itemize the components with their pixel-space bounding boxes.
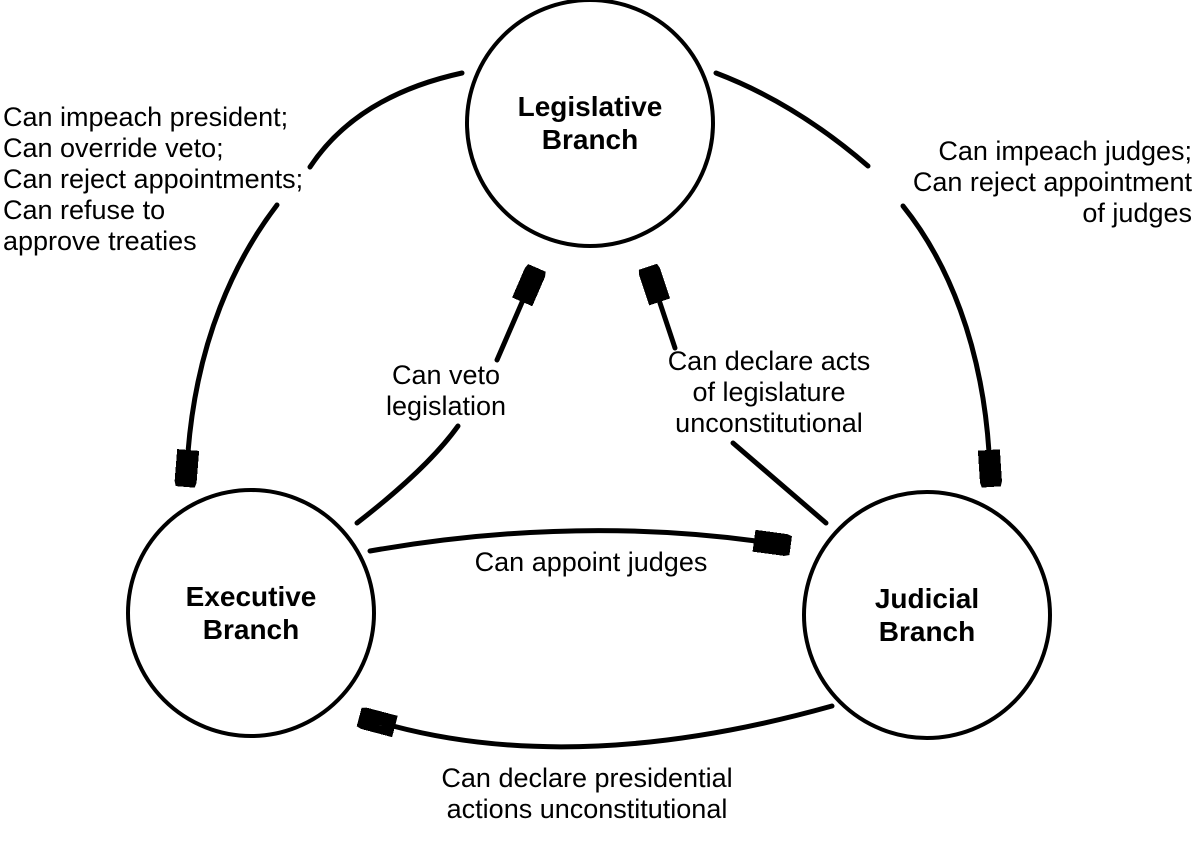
arrow-executive-to-legislative-lower (354, 423, 461, 526)
legislative-branch-label: Legislative Branch (517, 91, 663, 155)
arrow-legislative-to-judicial-upper (713, 70, 871, 169)
executive-branch-label: Executive Branch (185, 581, 317, 645)
arrow-judicial-to-legislative-upper (659, 300, 678, 351)
arrow-executive-to-legislative-upper (494, 300, 523, 363)
label-executive-checks-on-legislative: Can veto legislation (385, 360, 507, 421)
arrow-executive-to-judicial (367, 528, 756, 551)
label-judicial-checks-on-executive: Can declare presidential actions unconst… (441, 763, 733, 824)
node-judicial-branch: Judicial Branch (802, 490, 1052, 740)
label-judicial-checks-on-legislative: Can declare acts of legislature unconsti… (667, 346, 871, 438)
judicial-branch-label: Judicial Branch (874, 583, 980, 647)
arrow-legislative-to-executive-lower (188, 202, 280, 452)
arrow-judicial-to-executive (393, 703, 835, 750)
arrow-legislative-to-judicial-lower (900, 203, 989, 452)
label-executive-checks-on-judicial: Can appoint judges (474, 547, 708, 577)
label-legislative-checks-on-judicial: Can impeach judges; Can reject appointme… (912, 136, 1192, 228)
label-legislative-checks-on-executive: Can impeach president; Can override veto… (3, 102, 304, 256)
arrow-legislative-to-executive-upper (307, 70, 465, 170)
node-legislative-branch: Legislative Branch (465, 0, 715, 248)
arrow-judicial-to-legislative-lower (730, 440, 829, 526)
node-executive-branch: Executive Branch (126, 488, 376, 738)
